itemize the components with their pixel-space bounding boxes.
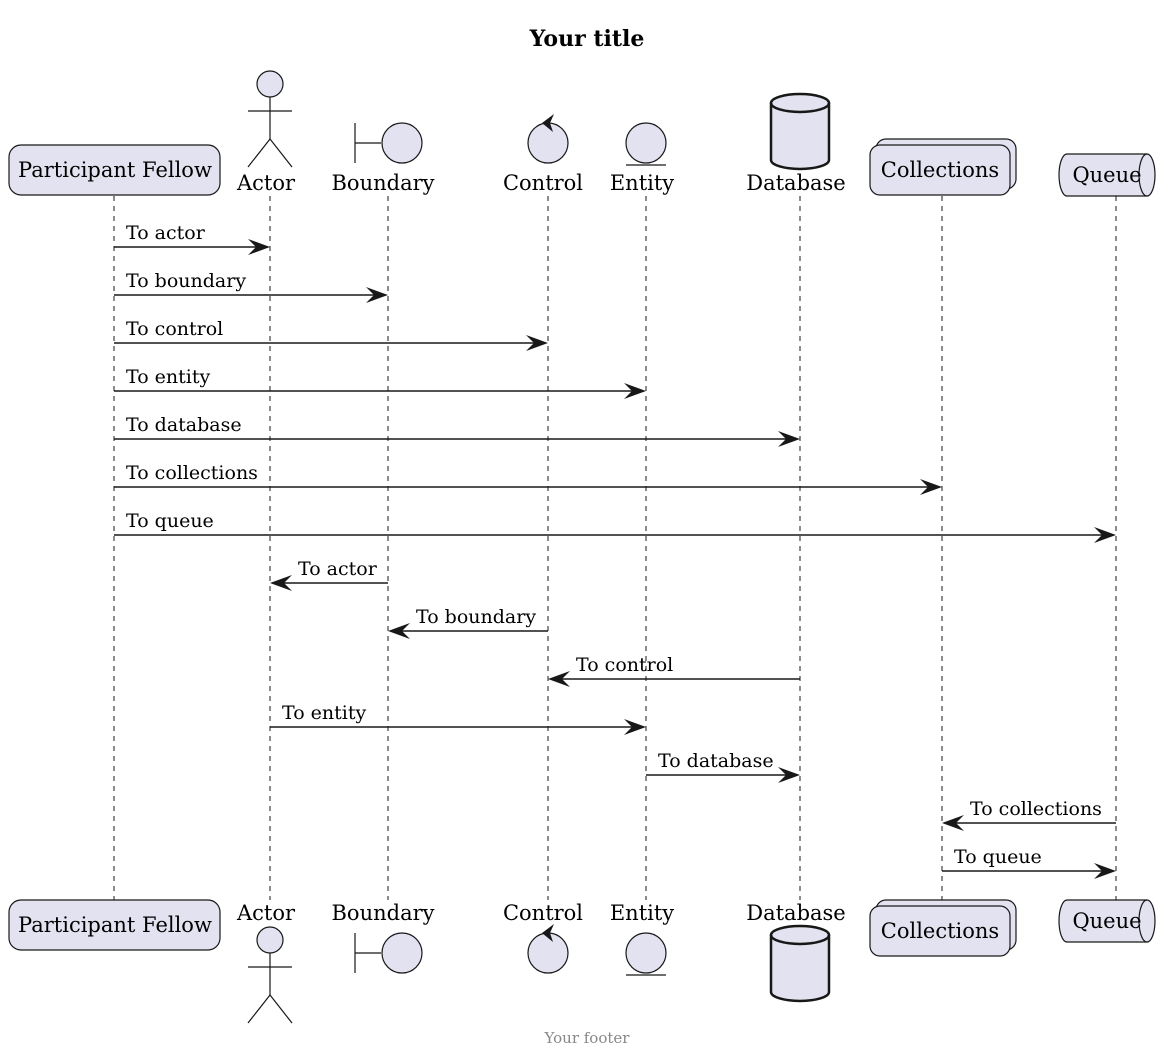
message-arrowhead	[248, 239, 270, 255]
participant-label: Control	[503, 901, 583, 925]
message-arrowhead	[270, 575, 292, 591]
participant-queue-bottom: Queue	[1058, 899, 1156, 943]
message-arrowhead	[366, 287, 388, 303]
participant-entity-bottom: Entity	[610, 901, 674, 976]
message-label: To database	[126, 414, 242, 436]
participant-collections-bottom: Collections	[869, 899, 1017, 957]
message-arrowhead	[1094, 863, 1116, 879]
message-arrowhead	[942, 815, 964, 831]
participant-participant-bottom: Participant Fellow	[8, 899, 221, 951]
message-label: To entity	[126, 366, 211, 388]
message-1: To actor	[114, 222, 270, 255]
message-3: To control	[114, 318, 548, 351]
participant-actor-bottom: Actor	[236, 901, 296, 1024]
participant-label: Participant Fellow	[18, 913, 212, 937]
participant-heads-bottom: Participant Fellow Actor Boundary Control En…	[8, 899, 1156, 1024]
participant-label: Actor	[236, 901, 296, 925]
message-arrowhead	[388, 623, 410, 639]
diagram-title: Your title	[529, 26, 645, 52]
message-label: To collections	[970, 798, 1102, 820]
participant-label: Queue	[1072, 163, 1141, 187]
participant-boundary-bottom: Boundary	[332, 901, 435, 974]
message-label: To queue	[954, 846, 1042, 868]
message-11: To entity	[270, 702, 646, 735]
participant-label: Queue	[1072, 909, 1141, 933]
message-2: To boundary	[114, 270, 388, 303]
participant-database-top: Database	[746, 92, 846, 195]
message-5: To database	[114, 414, 800, 447]
message-arrowhead	[526, 335, 548, 351]
participant-database-bottom: Database	[746, 901, 846, 1003]
message-label: To database	[658, 750, 774, 772]
participant-entity-top: Entity	[610, 122, 674, 195]
message-8: To actor	[270, 558, 388, 591]
message-label: To boundary	[416, 606, 536, 628]
participant-label: Boundary	[332, 901, 435, 925]
participant-label: Entity	[610, 171, 674, 195]
participant-actor-top: Actor	[236, 70, 296, 195]
message-6: To collections	[114, 462, 942, 495]
participant-label: Participant Fellow	[18, 158, 212, 182]
participant-control-bottom: Control	[503, 901, 583, 974]
message-label: To actor	[126, 222, 206, 244]
message-13: To collections	[942, 798, 1116, 831]
message-arrowhead	[920, 479, 942, 495]
message-10: To control	[548, 654, 800, 687]
message-arrowhead	[778, 431, 800, 447]
message-7: To queue	[114, 510, 1116, 543]
participant-label: Control	[503, 171, 583, 195]
message-9: To boundary	[388, 606, 548, 639]
participant-control-top: Control	[503, 114, 583, 195]
participant-boundary-top: Boundary	[332, 122, 435, 195]
message-label: To control	[576, 654, 673, 676]
participant-label: Boundary	[332, 171, 435, 195]
message-label: To collections	[126, 462, 258, 484]
participant-label: Database	[746, 171, 845, 195]
message-arrowhead	[548, 671, 570, 687]
message-label: To queue	[126, 510, 214, 532]
participant-queue-top: Queue	[1058, 153, 1156, 197]
message-12: To database	[646, 750, 800, 783]
message-label: To entity	[282, 702, 367, 724]
diagram-footer: Your footer	[544, 1029, 631, 1047]
message-label: To boundary	[126, 270, 246, 292]
participant-label: Actor	[236, 171, 296, 195]
participant-label: Entity	[610, 901, 674, 925]
participant-label: Collections	[881, 158, 999, 182]
participant-label: Collections	[881, 919, 999, 943]
message-4: To entity	[114, 366, 646, 399]
participant-collections-top: Collections	[869, 138, 1017, 196]
message-label: To actor	[298, 558, 378, 580]
lifelines	[113, 196, 1117, 900]
message-14: To queue	[942, 846, 1116, 879]
message-arrowhead	[1094, 527, 1116, 543]
message-arrowhead	[778, 767, 800, 783]
message-arrowhead	[624, 383, 646, 399]
message-arrowhead	[624, 719, 646, 735]
message-label: To control	[126, 318, 223, 340]
participant-participant-top: Participant Fellow	[8, 144, 221, 196]
participant-label: Database	[746, 901, 845, 925]
